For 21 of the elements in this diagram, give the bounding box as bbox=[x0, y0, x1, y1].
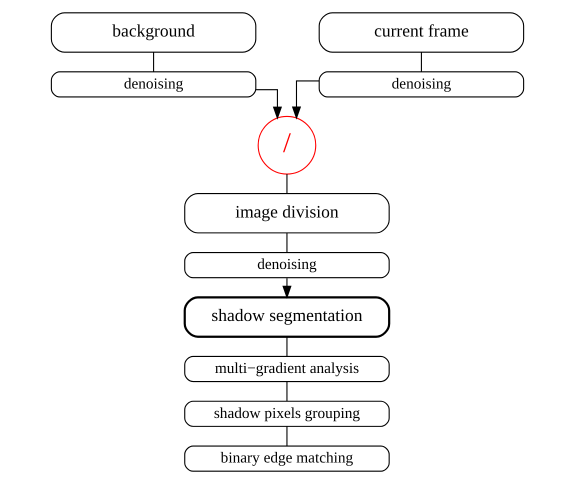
node-box: image division bbox=[184, 192, 390, 234]
node-box: denoising bbox=[184, 252, 390, 278]
node-box: shadow pixels grouping bbox=[184, 400, 390, 427]
connector bbox=[152, 52, 154, 72]
node-box: current frame bbox=[318, 12, 524, 53]
node-box: binary edge matching bbox=[184, 446, 390, 472]
arrow bbox=[282, 278, 292, 299]
arrow bbox=[291, 80, 319, 120]
connector bbox=[286, 426, 287, 446]
node-box: denoising bbox=[50, 71, 256, 98]
node-box: denoising bbox=[318, 71, 524, 98]
connector bbox=[286, 382, 287, 402]
node-box: background bbox=[50, 12, 256, 53]
connector bbox=[420, 52, 422, 72]
arrow bbox=[255, 89, 282, 120]
node-circle: / bbox=[257, 116, 316, 175]
connector bbox=[286, 337, 287, 356]
connector bbox=[286, 233, 287, 253]
node-box: multi−gradient analysis bbox=[184, 356, 390, 382]
connector bbox=[286, 174, 287, 194]
node-box: shadow segmentation bbox=[183, 296, 390, 338]
